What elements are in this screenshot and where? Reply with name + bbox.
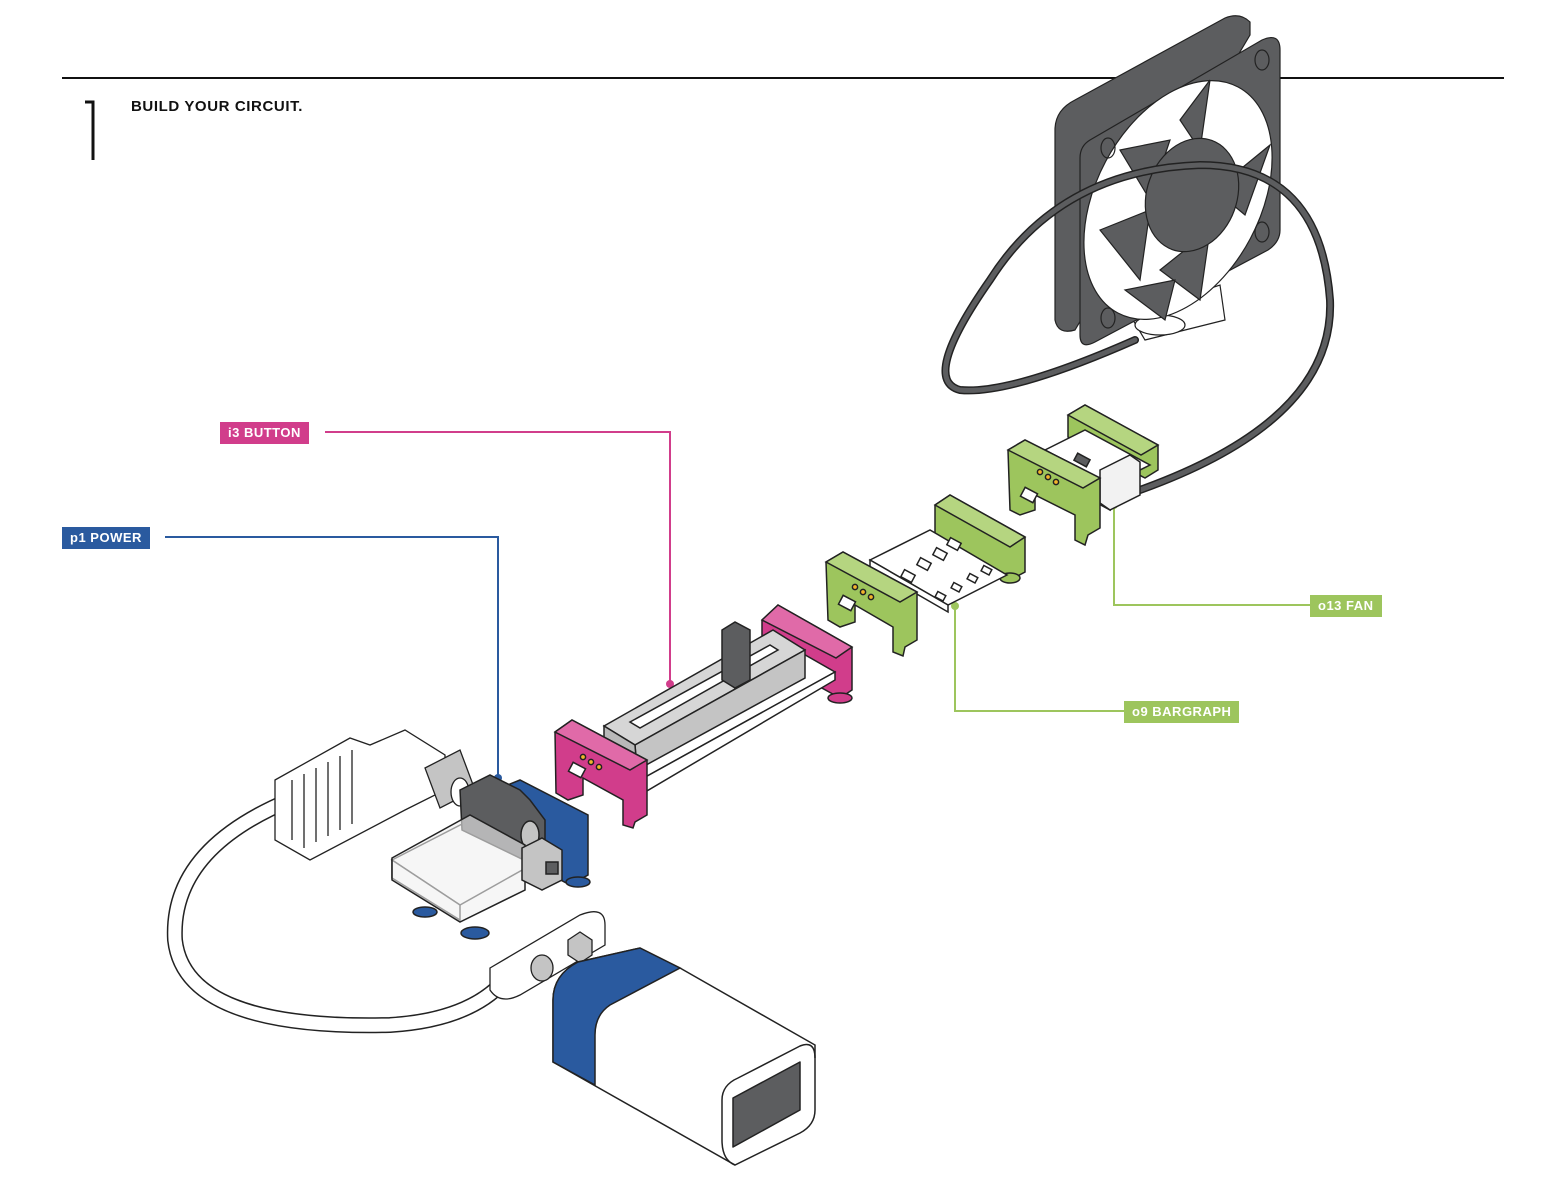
leader-button <box>325 431 671 684</box>
label-i3-button: i3 BUTTON <box>220 422 309 444</box>
label-o13-fan: o13 FAN <box>1310 595 1382 617</box>
label-o9-bargraph: o9 BARGRAPH <box>1124 701 1240 723</box>
leader-power <box>165 536 499 778</box>
o13-fan-module <box>1006 404 1160 547</box>
step-title: BUILD YOUR CIRCUIT. <box>131 98 303 115</box>
battery-cable <box>166 729 606 1034</box>
step-number-glyph <box>85 100 95 160</box>
header-rule <box>62 77 1504 79</box>
leader-fan <box>1113 505 1310 606</box>
fan <box>1054 15 1281 346</box>
o9-bargraph-module <box>824 494 1027 658</box>
leader-bargraph <box>954 606 1124 712</box>
battery <box>552 947 816 1166</box>
label-p1-power: p1 POWER <box>62 527 150 549</box>
i3-button-module <box>553 604 854 829</box>
p1-power-module <box>390 774 591 940</box>
